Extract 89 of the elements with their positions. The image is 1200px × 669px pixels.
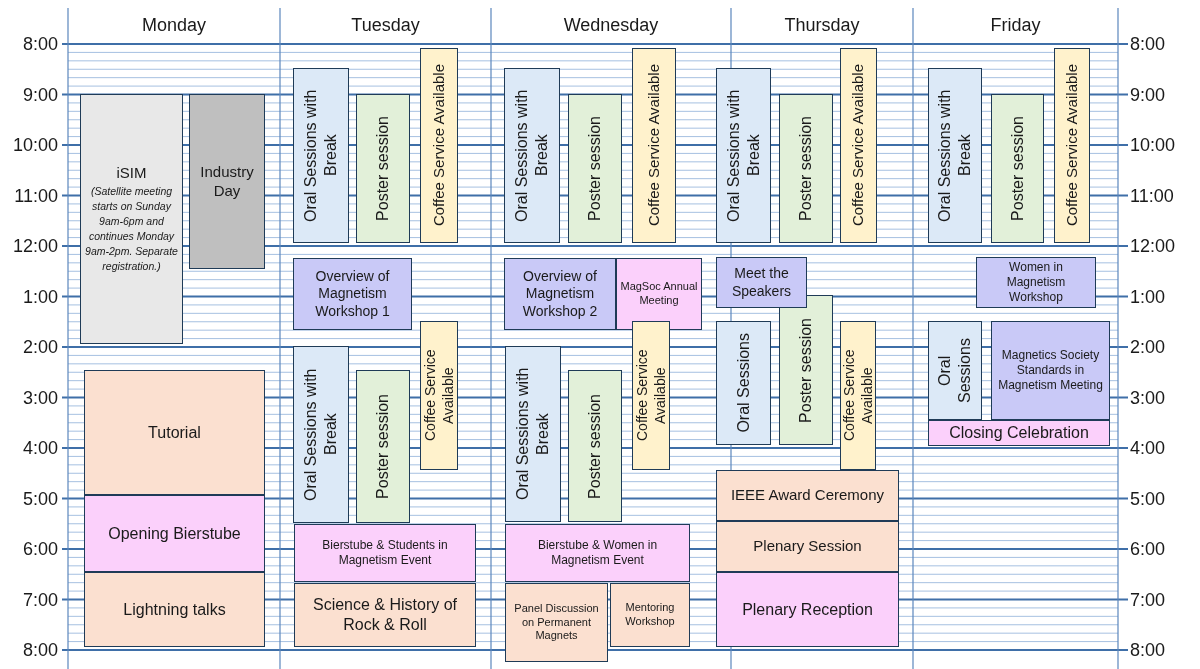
event-block xyxy=(840,321,876,470)
event-block xyxy=(294,583,476,647)
event-title: Poster session xyxy=(796,317,815,423)
day-heading: Tuesday xyxy=(350,14,421,37)
event-title: Plenary Reception xyxy=(742,599,873,620)
event-block xyxy=(840,48,877,243)
event-block xyxy=(505,346,561,522)
event-title: Coffee Service Available xyxy=(644,64,663,227)
event-block xyxy=(716,321,771,445)
event-title: Lightning talks xyxy=(123,599,226,620)
event-block xyxy=(294,524,476,582)
event-title: Coffee Service Available xyxy=(1062,64,1081,227)
event-title: Coffee Service Available xyxy=(421,348,456,444)
event-block xyxy=(632,321,670,470)
event-title: Poster session xyxy=(796,116,815,221)
event-block xyxy=(84,495,265,572)
event-block xyxy=(928,68,982,243)
event-title: Oral Sessions with Break xyxy=(512,88,551,224)
event-title: Poster session xyxy=(373,394,392,499)
event-block xyxy=(616,258,702,330)
event-title: Panel Discussion on Permanent Magnets xyxy=(513,601,600,644)
event-title: Coffee Service Available xyxy=(841,348,875,444)
event-block xyxy=(716,68,771,243)
event-title: Mentoring Workshop xyxy=(624,601,676,629)
event-block xyxy=(356,94,410,243)
event-title: Bierstube & Students in Magnetism Event xyxy=(321,538,449,568)
event-title: Science & History of Rock & Roll xyxy=(311,595,459,635)
event-block xyxy=(716,257,807,308)
event-title: Closing Celebration xyxy=(949,423,1089,443)
event-block xyxy=(716,521,899,572)
event-block xyxy=(632,48,676,243)
event-title: Meet the Speakers xyxy=(730,265,793,300)
event-title: Tutorial xyxy=(148,422,201,443)
event-block xyxy=(779,94,833,243)
event-note: (Satellite meeting starts on Sunday 9am-6pm and continues Monday 9am-2pm. Separate registration.) xyxy=(84,184,179,275)
day-heading: Thursday xyxy=(783,14,861,37)
event-title: Overview of Magnetism Workshop 2 xyxy=(521,267,599,321)
event-block xyxy=(505,524,690,582)
event-title: Industry Day xyxy=(199,162,255,201)
event-title: Oral Sessions with Break xyxy=(935,88,974,224)
event-title: Poster session xyxy=(1007,116,1027,221)
event-block xyxy=(928,321,982,420)
event-block xyxy=(716,470,899,521)
event-title: Opening Bierstube xyxy=(108,523,241,544)
event-block xyxy=(84,370,265,495)
event-block xyxy=(568,94,622,243)
event-title: Magnetics Society Standards in Magnetism Meeting xyxy=(997,348,1104,393)
event-title: Overview of Magnetism Workshop 1 xyxy=(314,267,391,321)
event-title: Poster session xyxy=(373,116,392,221)
event-title: MagSoc Annual Meeting xyxy=(619,280,699,308)
event-block xyxy=(293,68,349,243)
event-block xyxy=(504,68,560,243)
event-title: Plenary Session xyxy=(753,537,862,556)
day-heading: Wednesday xyxy=(562,14,660,37)
event-title: iSIM xyxy=(116,163,147,183)
event-block xyxy=(420,321,458,470)
event-block xyxy=(356,370,410,523)
event-title: IEEE Award Ceremony xyxy=(730,486,885,505)
event-block xyxy=(568,370,622,522)
day-heading: Monday xyxy=(140,14,207,37)
event-title: Oral Sessions with Break xyxy=(513,366,552,503)
event-block xyxy=(610,583,690,647)
event-block xyxy=(84,572,265,647)
event-block xyxy=(716,572,899,647)
event-block xyxy=(991,321,1110,420)
event-block xyxy=(293,346,349,523)
event-title: Oral Sessions with Break xyxy=(301,367,340,503)
event-block xyxy=(293,258,412,330)
event-title: Bierstube & Women in Magnetism Event xyxy=(536,538,659,568)
event-block xyxy=(420,48,458,243)
event-block xyxy=(189,94,265,269)
event-block xyxy=(976,257,1096,308)
event-block xyxy=(1054,48,1090,243)
event-title: Poster session xyxy=(585,393,604,499)
day-heading: Friday xyxy=(989,14,1042,37)
event-title: Coffee Service Available xyxy=(429,64,448,227)
event-title: Poster session xyxy=(585,116,604,221)
event-title: Oral Sessions with Break xyxy=(301,88,340,224)
event-title: Oral Sessions xyxy=(733,333,753,433)
event-title: Coffee Service Available xyxy=(849,64,868,227)
event-title: Oral Sessions xyxy=(935,337,974,405)
event-title: Coffee Service Available xyxy=(633,348,668,444)
event-block xyxy=(505,583,608,662)
event-block xyxy=(504,258,616,330)
event-block xyxy=(928,420,1110,446)
event-title: Women in Magnetism Workshop xyxy=(1005,260,1067,305)
event-block xyxy=(991,94,1044,243)
event-title: Oral Sessions with Break xyxy=(723,88,763,224)
event-block xyxy=(80,94,183,344)
